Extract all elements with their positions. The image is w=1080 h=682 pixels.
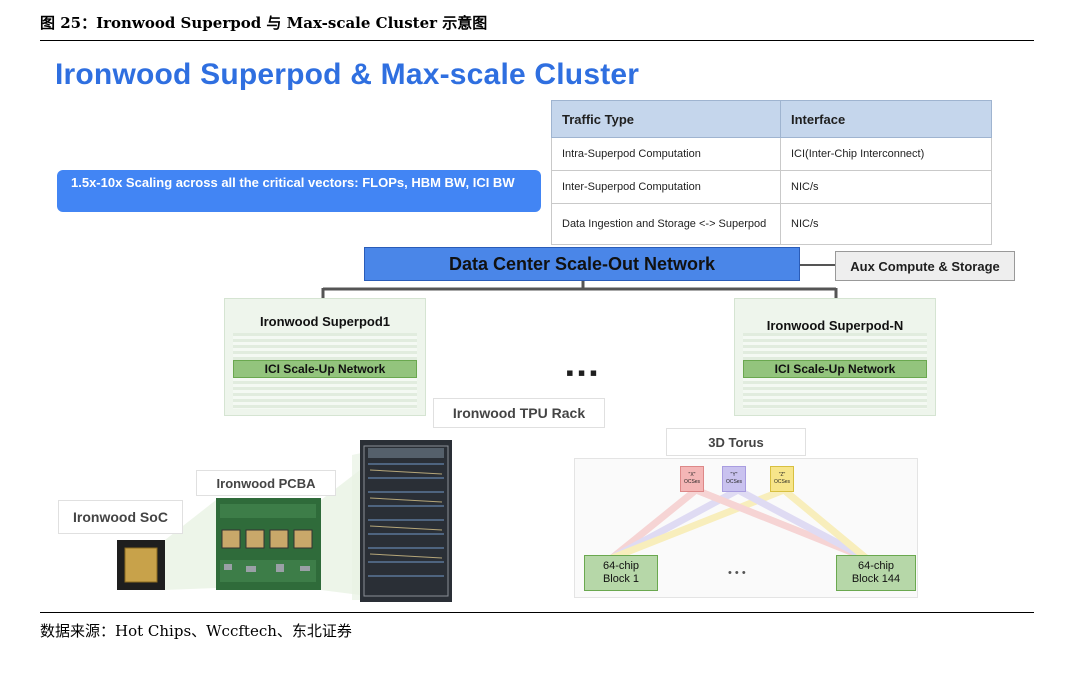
aux-compute-storage: Aux Compute & Storage [835,251,1015,281]
ocs-tag: "Y" [730,472,738,478]
table-cell: NIC/s [780,203,992,245]
dc-scale-out-network: Data Center Scale-Out Network [364,247,800,281]
table-cell: Intra-Superpod Computation [551,137,781,171]
table-row: Inter-Superpod Computation NIC/s [551,170,992,204]
superpod-n: Ironwood Superpod-N ICI Scale-Up Network [734,298,936,416]
pcba-to-rack-cone [321,470,360,595]
z-link-right [781,487,869,561]
source-note: 数据来源：Hot Chips、Wccftech、东北证券 [40,622,352,640]
ocs-name: OCSes [773,479,791,485]
ocs-name: OCSes [725,479,743,485]
pcba-image [216,498,321,590]
scaling-note: 1.5x-10x Scaling across all the critical… [57,170,541,212]
block-size: 64-chip [857,560,895,572]
ocs-name: OCSes [683,479,701,485]
superpod-title: Ironwood Superpod-N [766,318,904,333]
table-cell: Data Ingestion and Storage <-> Superpod [551,203,781,245]
diagram-title: Ironwood Superpod & Max-scale Cluster [55,58,640,91]
table-cell: NIC/s [780,170,992,204]
torus-links [609,486,869,562]
ocs-tag: "X" [688,472,696,478]
ocs-y-cube: "Y" OCSes [722,466,746,492]
soc-image [117,540,165,590]
soc-label: Ironwood SoC [58,500,183,534]
header-interface: Interface [780,100,992,138]
table-cell: Inter-Superpod Computation [551,170,781,204]
chip-block-144: 64-chip Block 144 [836,555,916,591]
block-name: Block 144 [851,573,901,585]
chip-block-1: 64-chip Block 1 [584,555,658,591]
table-row: Intra-Superpod Computation ICI(Inter-Chi… [551,137,992,171]
pcba-label: Ironwood PCBA [196,470,336,496]
block-ellipsis: • • • [728,567,746,579]
ici-scale-up-network: ICI Scale-Up Network [743,360,927,378]
ocs-x-cube: "X" OCSes [680,466,704,492]
block-name: Block 1 [602,573,640,585]
torus-label: 3D Torus [666,428,806,456]
y-link-right [736,486,868,562]
block-size: 64-chip [602,560,640,572]
tpu-rack-label: Ironwood TPU Rack [433,398,605,428]
bottom-rule [40,612,1034,613]
soc-to-pcba-cone [165,500,216,590]
table-row: Data Ingestion and Storage <-> Superpod … [551,203,992,245]
superpod-title: Ironwood Superpod1 [260,314,390,329]
top-rule [40,40,1034,41]
traffic-table: Traffic Type Interface Intra-Superpod Co… [551,100,992,245]
figure-caption: 图 25：Ironwood Superpod 与 Max-scale Clust… [40,14,488,32]
tpu-rack-image [360,440,452,602]
ocs-z-cube: "Z" OCSes [770,466,794,492]
table-cell: ICI(Inter-Chip Interconnect) [780,137,992,171]
ici-scale-up-network: ICI Scale-Up Network [233,360,417,378]
superpod-ellipsis: ▪▪▪ [566,360,602,385]
superpod-1: Ironwood Superpod1 ICI Scale-Up Network [224,298,426,416]
ocs-tag: "Z" [778,472,786,478]
